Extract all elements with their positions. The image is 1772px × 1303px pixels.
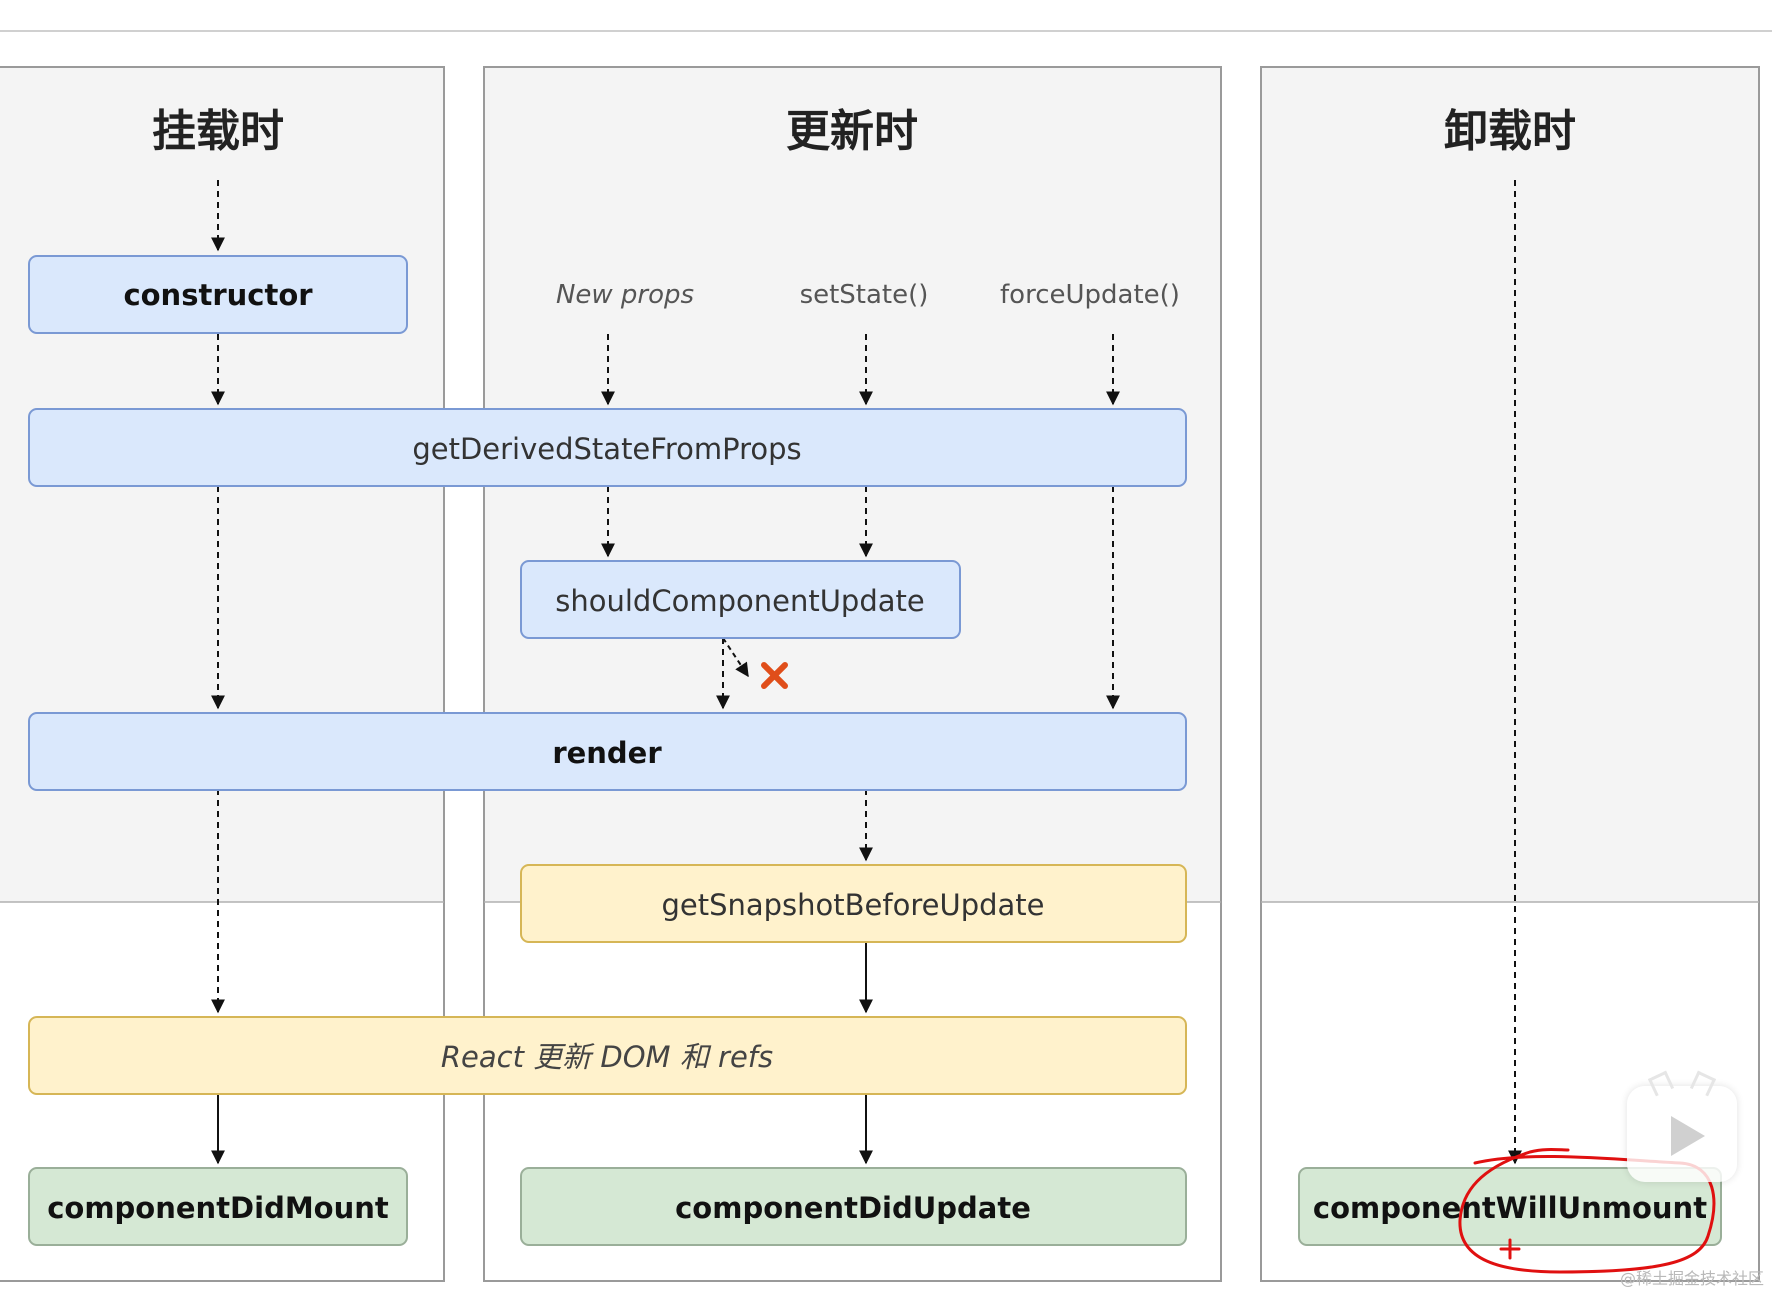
node-snapshot-label: getSnapshotBeforeUpdate (661, 888, 1044, 922)
phase-update-column (483, 66, 1222, 1282)
arrow-scu-skip (722, 637, 749, 678)
node-constructor-label: constructor (123, 278, 313, 312)
node-react-update-dom: React 更新 DOM 和 refs (28, 1016, 1187, 1095)
node-get-derived-state-from-props: getDerivedStateFromProps (28, 408, 1187, 487)
node-render-label: render (552, 736, 662, 770)
node-willunmount-label: componentWillUnmount (1313, 1191, 1707, 1225)
trigger-set-state: setState() (800, 280, 929, 310)
node-component-did-update: componentDidUpdate (520, 1167, 1187, 1246)
node-scu-label: shouldComponentUpdate (555, 584, 924, 618)
node-didmount-label: componentDidMount (47, 1191, 389, 1225)
node-render: render (28, 712, 1187, 791)
node-component-did-mount: componentDidMount (28, 1167, 408, 1246)
flow-arrows (211, 180, 1522, 1165)
phase-title-mount: 挂载时 (152, 106, 284, 157)
node-react-dom-label: React 更新 DOM 和 refs (441, 1040, 773, 1074)
phase-mount-column (0, 66, 445, 1282)
node-constructor: constructor (28, 255, 408, 334)
node-get-snapshot-before-update: getSnapshotBeforeUpdate (520, 864, 1187, 943)
node-gdsfp-label: getDerivedStateFromProps (412, 432, 801, 466)
node-component-will-unmount: componentWillUnmount (1298, 1167, 1722, 1246)
phase-unmount-column (1260, 66, 1760, 1282)
trigger-force-update: forceUpdate() (1000, 280, 1180, 310)
play-triangle (1671, 1116, 1705, 1156)
watermark: @稀土掘金技术社区 (1619, 1269, 1764, 1288)
phase-title-update: 更新时 (786, 106, 918, 157)
play-icon[interactable] (1627, 1070, 1737, 1182)
node-didupdate-label: componentDidUpdate (675, 1191, 1031, 1225)
x-cross-icon (761, 662, 788, 689)
phase-title-unmount: 卸载时 (1444, 106, 1576, 157)
node-should-component-update: shouldComponentUpdate (520, 560, 961, 639)
trigger-new-props: New props (556, 280, 694, 310)
